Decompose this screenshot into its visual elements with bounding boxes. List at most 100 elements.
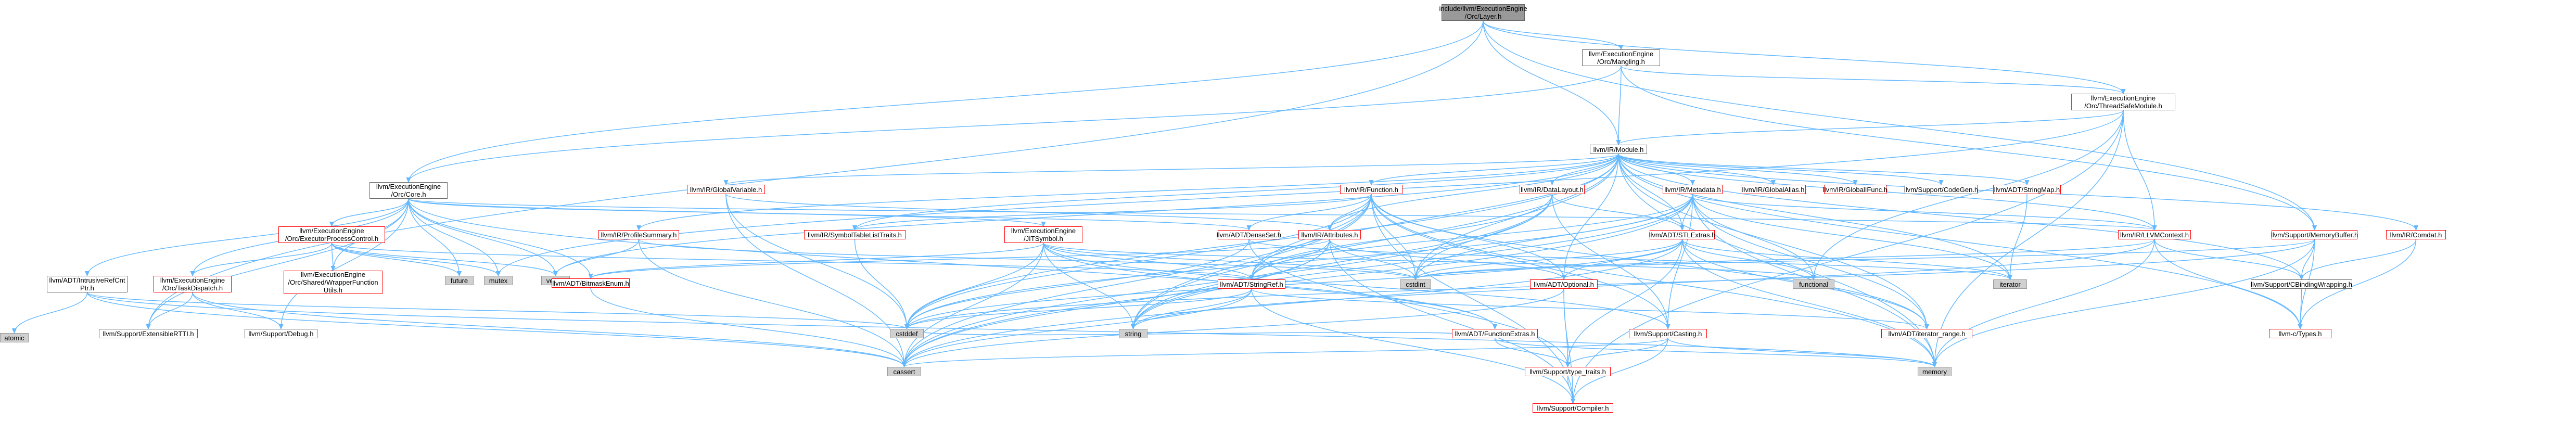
node-ir-symboltablelisttraits-h[interactable]: llvm/IR/SymbolTableListTraits.h [804,230,906,239]
edge-intrusiverefcntptr-h-to-memory [86,292,1935,367]
arrowhead-ir-metadata-h-to-adt-stlextras-h [1680,225,1685,231]
edge-support-memorybuffer-h-to-memory [1934,239,2315,367]
edge-intrusiverefcntptr-h-to-atomic [14,292,88,334]
node-future[interactable]: future [445,276,474,285]
edge-ir-module-h-to-ir-attributes-h [1329,154,1619,231]
node-adt-bitmaskenum-h[interactable]: llvm/ADT/BitmaskEnum.h [552,278,630,288]
node-support-typetraits-h[interactable]: llvm/Support/type_traits.h [1525,367,1611,376]
node-support-compiler-h[interactable]: llvm/Support/Compiler.h [1533,403,1613,413]
arrowhead-orc-mangling-h-to-support-memorybuffer-h [2312,225,2317,231]
node-orc-mangling-h[interactable]: llvm/ExecutionEngine /Orc/Mangling.h [1582,49,1660,66]
node-orc-tasksdispatch-h[interactable]: llvm/ExecutionEngine /Orc/TaskDispatch.h [154,276,232,292]
edge-adt-stlextras-h-to-iterator [1681,239,2011,280]
edge-orc-core-h-to-intrusiverefcntptr-h [86,198,409,276]
arrowhead-intrusiverefcntptr-h-to-atomic [12,328,17,334]
edge-ir-module-h-to-iterator [1618,154,2011,280]
node-llvm-c-types-h[interactable]: llvm-c/Types.h [2269,329,2331,338]
node-adt-functionextras-h[interactable]: llvm/ADT/FunctionExtras.h [1452,329,1538,338]
edge-orc-threadsafemodule-h-to-mutex [498,110,2124,276]
edge-support-memorybuffer-h-to-cstdint [1415,239,2315,280]
node-atomic[interactable]: atomic [0,333,29,342]
edge-adt-functionextras-h-to-support-typetraits-h [1494,338,1568,367]
node-memory[interactable]: memory [1918,367,1952,376]
node-orc-executorprocesscontrol-h[interactable]: llvm/ExecutionEngine /Orc/ExecutorProces… [278,226,385,243]
edge-orc-executorprocesscontrol-h-to-future [331,243,460,276]
edge-ir-llvmcontext-h-to-cstdint [1415,239,2155,280]
node-support-codegen-h[interactable]: llvm/Support/CodeGen.h [1904,185,1979,194]
edge-orc-core-h-to-adt-denseset-h [408,198,1249,231]
edge-ir-metadata-h-to-cassert [903,194,1693,367]
node-ir-llvmcontext-h[interactable]: llvm/IR/LLVMContext.h [2118,230,2191,239]
edge-ir-module-h-to-adt-stlextras-h [1618,154,1683,231]
node-cassert[interactable]: cassert [887,367,921,376]
node-orc-core-h[interactable]: llvm/ExecutionEngine /Orc/Core.h [369,182,448,199]
edge-orc-jitsymbol-h-to-adt-bitmaskenum-h [590,243,1044,279]
node-string[interactable]: string [1119,329,1147,338]
arrowhead-orc-mangling-h-to-orc-threadsafemodule-h [2121,88,2126,95]
node-ir-module-h[interactable]: llvm/IR/Module.h [1590,145,1647,154]
arrowhead-orc-executorprocesscontrol-h-to-orc-wrapperfunctionutils-h [330,265,336,272]
arrowhead-orc-executorprocesscontrol-h-to-future [457,271,462,277]
arrowhead-orc-tasksdispatch-h-to-support-extensiblertti-h [146,324,151,330]
node-support-debug-h[interactable]: llvm/Support/Debug.h [245,329,317,338]
node-adt-stringmap-h[interactable]: llvm/ADT/StringMap.h [1993,185,2061,194]
arrowhead-orc-core-h-to-orc-executorprocesscontrol-h [329,221,334,227]
edge-orc-core-h-to-adt-bitmaskenum-h [408,198,591,279]
node-functional[interactable]: functional [1793,279,1834,289]
node-support-cbindingwrapping-h[interactable]: llvm/Support/CBindingWrapping.h [2251,279,2352,289]
node-ir-globalifunc-h[interactable]: llvm/IR/GlobalIFunc.h [1822,185,1888,194]
node-cstddef[interactable]: cstddef [890,329,924,338]
arrowhead-orc-core-h-to-intrusiverefcntptr-h [85,271,90,277]
edge-ir-datalayout-h-to-string [1132,194,1553,329]
node-orc-threadsafemodule-h[interactable]: llvm/ExecutionEngine /Orc/ThreadSafeModu… [2071,94,2175,110]
node-iterator[interactable]: iterator [1993,279,2027,289]
edge-orc-core-h-to-mutex [408,198,499,276]
node-ir-metadata-h[interactable]: llvm/IR/Metadata.h [1663,185,1723,194]
node-adt-optional-h[interactable]: llvm/ADT/Optional.h [1530,279,1598,289]
edge-ir-function-h-to-adt-iterator-range-h [1371,194,1928,329]
edge-adt-stringref-h-to-cstddef [906,288,1252,329]
node-adt-denseset-h[interactable]: llvm/ADT/DenseSet.h [1216,230,1282,239]
edge-ir-module-h-to-memory [1618,154,1935,367]
node-adt-stlextras-h[interactable]: llvm/ADT/STLExtras.h [1649,230,1716,239]
edge-orc-core-h-to-orc-executorprocesscontrol-h [331,198,409,227]
node-ir-globalvariable-h[interactable]: llvm/IR/GlobalVariable.h [687,185,765,194]
arrowhead-orc-jitsymbol-h-to-adt-functionextras-h [1493,324,1497,330]
edge-support-casting-h-to-cassert [903,338,1668,367]
node-ir-profilesummary-h[interactable]: llvm/IR/ProfileSummary.h [598,230,679,239]
node-ir-globalalias-h[interactable]: llvm/IR/GlobalAlias.h [1741,185,1806,194]
edge-ir-datalayout-h-to-adt-stlextras-h [1551,194,1683,231]
edge-adt-stlextras-h-to-support-typetraits-h [1567,239,1683,367]
node-cstdint[interactable]: cstdint [1400,279,1431,289]
node-mutex[interactable]: mutex [484,276,513,285]
node-ir-function-h[interactable]: llvm/IR/Function.h [1340,185,1402,194]
node-ir-comdat-h[interactable]: llvm/IR/Comdat.h [2386,230,2446,239]
node-orc-layer-h[interactable]: include/llvm/ExecutionEngine /Orc/Layer.… [1439,4,1527,21]
edge-orc-jitsymbol-h-to-functional [1043,243,1814,280]
arrowhead-orc-tasksdispatch-h-to-support-debug-h [278,324,284,330]
node-adt-iterator-range-h[interactable]: llvm/ADT/iterator_range.h [1881,329,1972,338]
edge-adt-stringref-h-to-adt-iterator-range-h [1251,288,1928,329]
edge-ir-function-h-to-adt-optional-h [1371,194,1564,280]
node-support-casting-h[interactable]: llvm/Support/Casting.h [1629,329,1707,338]
edge-ir-metadata-h-to-adt-iterator-range-h [1692,194,1928,329]
node-ir-datalayout-h[interactable]: llvm/IR/DataLayout.h [1520,185,1585,194]
arrowhead-support-casting-h-to-memory [1932,362,1937,368]
node-orc-wrapperfunctionutils-h[interactable]: llvm/ExecutionEngine /Orc/Shared/Wrapper… [284,271,382,294]
edge-support-casting-h-to-support-typetraits-h [1567,338,1668,367]
node-intrusiverefcntptr-h[interactable]: llvm/ADT/IntrusiveRefCnt Ptr.h [47,276,127,292]
node-adt-stringref-h[interactable]: llvm/ADT/StringRef.h [1218,279,1285,289]
edge-support-cbindingwrapping-h-to-llvm-c-types-h [2300,288,2302,329]
edge-ir-module-h-to-support-codegen-h [1618,154,1942,185]
edge-ir-profilesummary-h-to-cassert [638,239,905,367]
edge-ir-function-h-to-support-compiler-h [1371,194,1574,404]
edge-ir-module-h-to-ir-globalifunc-h [1618,154,1856,185]
edge-intrusiverefcntptr-h-to-cstddef [86,292,908,329]
node-support-memorybuffer-h[interactable]: llvm/Support/MemoryBuffer.h [2271,230,2358,239]
node-ir-attributes-h[interactable]: llvm/IR/Attributes.h [1298,230,1361,239]
edge-adt-bitmaskenum-h-to-cassert [590,287,905,367]
node-orc-jitsymbol-h[interactable]: llvm/ExecutionEngine /JITSymbol.h [1004,226,1082,243]
node-support-extensiblertti-h[interactable]: llvm/Support/ExtensibleRTTI.h [99,329,198,338]
